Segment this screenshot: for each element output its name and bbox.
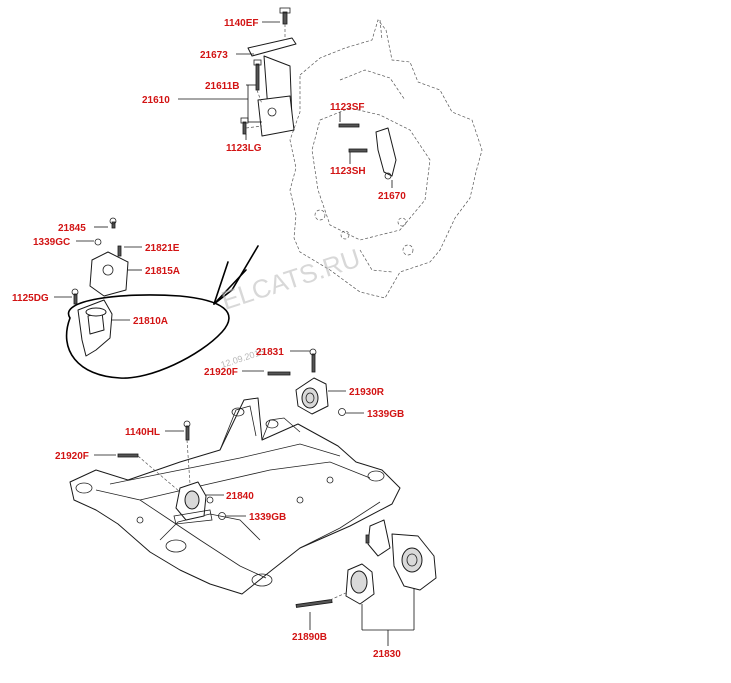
- label-1339gb-upper: 1339GB: [367, 409, 404, 420]
- label-21673: 21673: [200, 50, 228, 61]
- label-21815a: 21815A: [145, 266, 180, 277]
- label-21930r: 21930R: [349, 387, 385, 398]
- label-1123sh: 1123SH: [330, 166, 366, 177]
- mount-21830: [295, 519, 437, 608]
- mount-21930r: [267, 348, 346, 416]
- engine-mount-bracket-21610: [240, 7, 297, 137]
- watermark-text: ELCATS.RU: [218, 243, 364, 316]
- label-21840: 21840: [226, 491, 254, 502]
- part-labels: 1140EF 21673 21611B 21610 1123LG 1123SF …: [12, 18, 406, 660]
- label-1140hl: 1140HL: [125, 427, 160, 438]
- highlight-circle: [65, 245, 259, 379]
- mount-21840: [117, 420, 226, 525]
- leader-lines: [54, 21, 415, 646]
- label-21670: 21670: [378, 191, 406, 202]
- label-1125dg: 1125DG: [12, 293, 49, 304]
- label-21810a: 21810A: [133, 316, 168, 327]
- engine-block-outline: [289, 19, 483, 299]
- label-1123sf: 1123SF: [330, 102, 364, 113]
- label-21920f-upper: 21920F: [204, 367, 238, 378]
- label-21920f-lower: 21920F: [55, 451, 89, 462]
- bracket-21670: [338, 123, 397, 180]
- label-1339gb-lower: 1339GB: [249, 512, 286, 523]
- label-21610: 21610: [142, 95, 170, 106]
- label-21890b: 21890B: [292, 632, 327, 643]
- label-21611b: 21611B: [205, 81, 239, 92]
- label-1339gc: 1339GC: [33, 237, 70, 248]
- label-21831: 21831: [256, 347, 284, 358]
- engine-mount-21810a: [71, 217, 129, 357]
- label-1123lg: 1123LG: [226, 143, 262, 154]
- label-21821e: 21821E: [145, 243, 180, 254]
- label-1140ef: 1140EF: [224, 18, 258, 29]
- label-21830: 21830: [373, 649, 401, 660]
- label-21845: 21845: [58, 223, 86, 234]
